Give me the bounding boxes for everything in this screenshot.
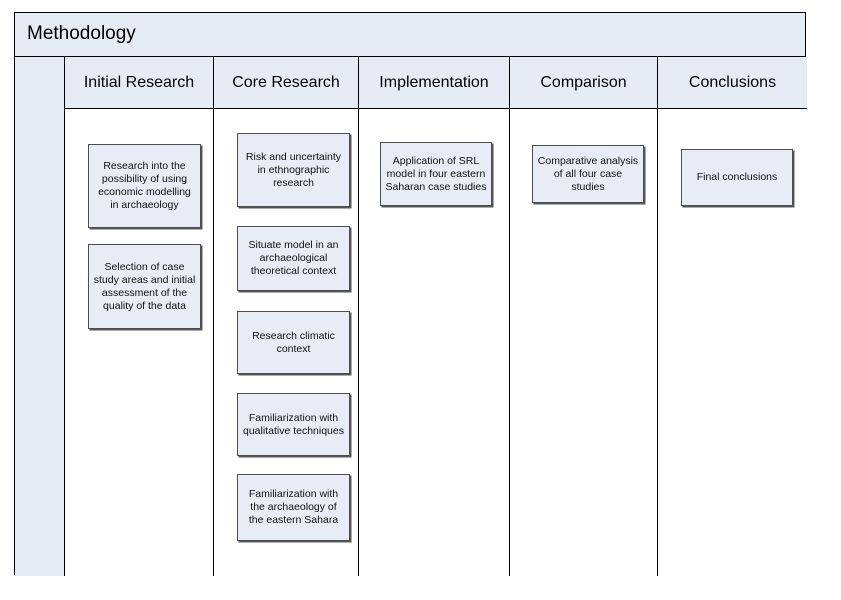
- column-header-implementation: Implementation: [359, 57, 509, 109]
- node-situate-model-theoretical-context[interactable]: Situate model in an archaeological theor…: [237, 226, 350, 291]
- node-comparative-analysis[interactable]: Comparative analysis of all four case st…: [532, 145, 644, 203]
- column-header-conclusions: Conclusions: [658, 57, 807, 109]
- node-label: Situate model in an archaeological theor…: [248, 239, 339, 277]
- node-research-climatic-context[interactable]: Research climatic context: [237, 311, 350, 374]
- node-risk-uncertainty-ethnographic[interactable]: Risk and uncertainty in ethnographic res…: [237, 133, 350, 207]
- column-header-core-research: Core Research: [214, 57, 358, 109]
- column-header-label: Comparison: [540, 73, 627, 91]
- node-application-srl-model[interactable]: Application of SRL model in four eastern…: [380, 142, 492, 206]
- node-label: Familiarization with qualitative techniq…: [243, 411, 344, 437]
- node-label: Risk and uncertainty in ethnographic res…: [245, 150, 342, 189]
- column-header-initial-research: Initial Research: [65, 57, 213, 109]
- diagram-title-band: Methodology: [15, 13, 805, 57]
- node-selection-case-study-areas[interactable]: Selection of case study areas and initia…: [88, 244, 201, 329]
- column-comparison: Comparison Comparative analysis of all f…: [510, 57, 658, 576]
- node-label: Research climatic context: [252, 329, 335, 355]
- column-header-label: Core Research: [232, 73, 340, 91]
- column-initial-research: Initial Research Research into the possi…: [65, 57, 214, 576]
- column-header-label: Implementation: [379, 73, 489, 91]
- diagram-frame: Methodology Initial Research Research in…: [14, 12, 807, 576]
- column-body-implementation: Application of SRL model in four eastern…: [359, 109, 509, 576]
- column-implementation: Implementation Application of SRL model …: [359, 57, 510, 576]
- node-familiarization-archaeology-eastern-sahara[interactable]: Familiarization with the archaeology of …: [237, 474, 350, 541]
- column-body-comparison: Comparative analysis of all four case st…: [510, 109, 657, 576]
- column-body-initial-research: Research into the possibility of using e…: [65, 109, 213, 576]
- node-final-conclusions[interactable]: Final conclusions: [681, 149, 793, 206]
- column-body-core-research: Risk and uncertainty in ethnographic res…: [214, 109, 358, 576]
- swimlane-left-gutter: [15, 57, 65, 576]
- column-header-label: Conclusions: [688, 73, 777, 91]
- column-body-conclusions: Final conclusions: [658, 109, 807, 576]
- node-familiarization-qualitative-techniques[interactable]: Familiarization with qualitative techniq…: [237, 393, 350, 456]
- column-conclusions: Conclusions Final conclusions: [658, 57, 807, 576]
- node-label: Research into the possibility of using e…: [98, 160, 191, 211]
- node-label: Comparative analysis of all four case st…: [537, 154, 639, 193]
- node-label: Final conclusions: [696, 171, 778, 183]
- node-research-economic-modelling[interactable]: Research into the possibility of using e…: [88, 144, 201, 228]
- column-core-research: Core Research Risk and uncertainty in et…: [214, 57, 359, 576]
- diagram-title: Methodology: [27, 23, 136, 44]
- node-label: Familiarization with the archaeology of …: [248, 488, 339, 526]
- column-header-comparison: Comparison: [510, 57, 657, 109]
- node-label: Selection of case study areas and initia…: [93, 260, 196, 312]
- node-label: Application of SRL model in four eastern…: [385, 154, 487, 193]
- column-header-label: Initial Research: [83, 73, 195, 91]
